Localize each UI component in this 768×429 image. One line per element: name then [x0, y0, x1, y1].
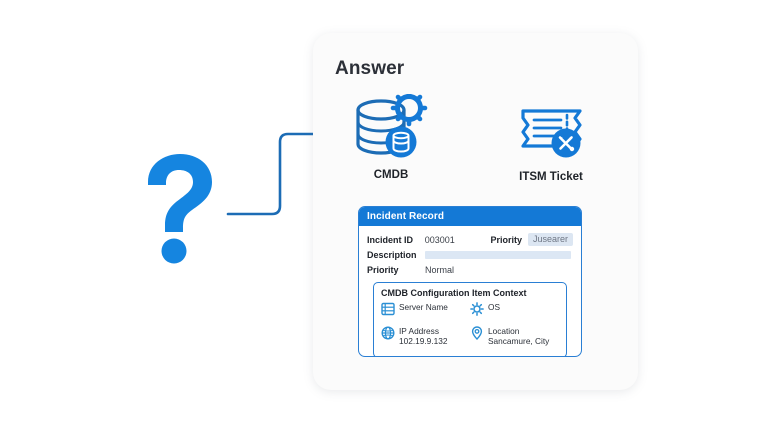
context-item-server-name: Server Name	[381, 302, 470, 321]
status-badge: Jusearer	[527, 233, 573, 246]
context-item-os: OS	[470, 302, 559, 321]
priority-top-label: Priority	[490, 234, 522, 245]
node-itsm-label: ITSM Ticket	[519, 171, 583, 183]
node-itsm[interactable]: ITSM Ticket	[504, 104, 598, 183]
incident-record-header: Incident Record	[359, 207, 581, 226]
gear-icon	[470, 302, 485, 321]
context-item-server-name-text: Server Name	[399, 302, 448, 312]
ticket-tools-icon	[504, 104, 598, 169]
database-gear-icon	[350, 89, 432, 167]
question-mark-icon	[140, 152, 216, 264]
context-item-ip-address-text: IP Address 102.19.9.132	[396, 326, 447, 346]
context-item-ip-address: IP Address 102.19.9.132	[381, 326, 470, 346]
cmdb-context-box: CMDB Configuration Item Context	[373, 282, 567, 356]
incident-id-value: 003001	[424, 234, 455, 245]
page-title: Answer	[335, 58, 405, 79]
description-label: Description	[367, 249, 417, 260]
location-pin-icon	[470, 326, 485, 345]
context-item-location-text: Location Sancamure, City	[485, 326, 549, 346]
context-item-os-text: OS	[488, 302, 500, 312]
priority-value: Normal	[425, 264, 455, 275]
node-cmdb-label: CMDB	[373, 169, 409, 181]
node-cmdb[interactable]: CMDB	[350, 89, 432, 181]
ip-address-value: 102.19.9.132	[399, 336, 448, 347]
priority-label: Priority	[367, 264, 399, 275]
location-value: Sancamure, City	[488, 336, 550, 347]
incident-record-card: Incident Record Incident ID 003001 Prior…	[358, 206, 582, 357]
cmdb-context-title: CMDB Configuration Item Context	[381, 288, 527, 298]
incident-id-row: Incident ID 003001 Priority Jusearer	[367, 232, 573, 247]
connector-question-to-cmdb	[226, 125, 355, 216]
incident-record-title: Incident Record	[367, 211, 445, 222]
description-value-placeholder[interactable]	[425, 250, 571, 259]
priority-row: Priority Normal	[367, 262, 573, 277]
description-row: Description	[367, 247, 573, 262]
incident-id-label: Incident ID	[367, 234, 414, 245]
ip-address-label: IP Address	[399, 326, 439, 336]
incident-record-body: Incident ID 003001 Priority Jusearer Des…	[359, 226, 581, 356]
globe-icon	[381, 326, 396, 345]
context-item-location: Location Sancamure, City	[470, 326, 559, 346]
location-label: Location	[488, 326, 520, 336]
server-icon	[381, 302, 396, 321]
